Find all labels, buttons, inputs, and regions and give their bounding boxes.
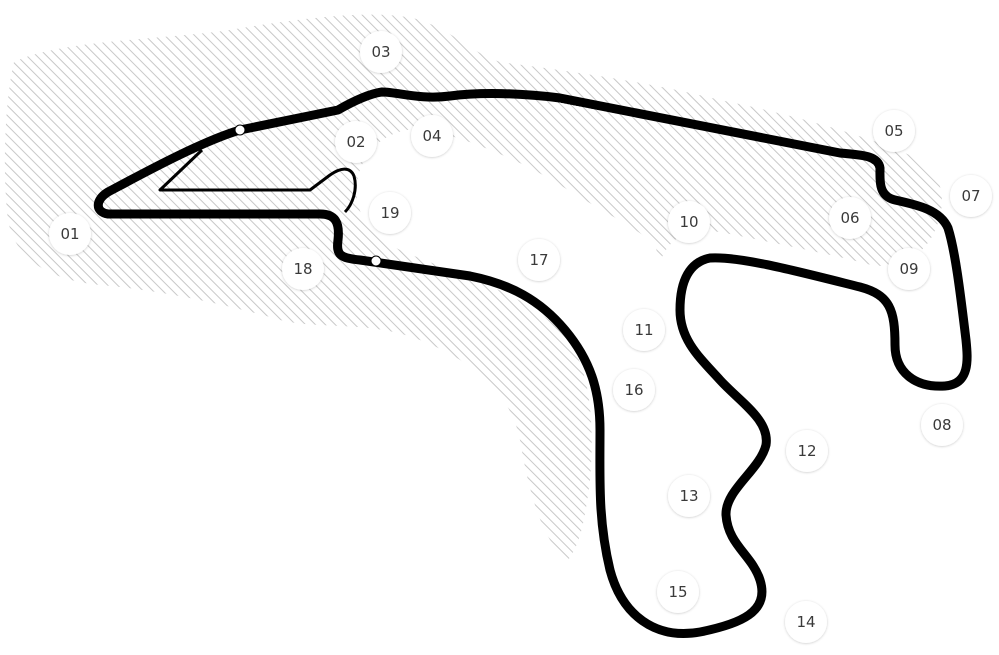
corner-label-07: 07 bbox=[950, 175, 992, 217]
corner-label-06: 06 bbox=[829, 197, 871, 239]
corner-label-08: 08 bbox=[921, 404, 963, 446]
corner-label-16: 16 bbox=[613, 369, 655, 411]
corner-bubble bbox=[335, 121, 377, 163]
corner-bubble bbox=[360, 31, 402, 73]
corner-bubble bbox=[950, 175, 992, 217]
corner-bubble bbox=[786, 430, 828, 472]
corner-label-05: 05 bbox=[873, 110, 915, 152]
corner-bubble bbox=[369, 192, 411, 234]
corner-number: 13 bbox=[679, 487, 698, 505]
corner-number: 03 bbox=[371, 43, 390, 61]
corner-number: 14 bbox=[796, 613, 815, 631]
corner-number: 08 bbox=[932, 416, 951, 434]
corner-number: 07 bbox=[961, 187, 980, 205]
corner-label-17: 17 bbox=[518, 239, 560, 281]
corner-number: 09 bbox=[899, 260, 918, 278]
corner-bubble bbox=[921, 404, 963, 446]
corner-label-04: 04 bbox=[411, 115, 453, 157]
corner-number: 01 bbox=[60, 225, 79, 243]
corner-label-15: 15 bbox=[657, 571, 699, 613]
corner-number: 12 bbox=[797, 442, 816, 460]
corner-label-02: 02 bbox=[335, 121, 377, 163]
corner-number: 15 bbox=[668, 583, 687, 601]
corner-label-18: 18 bbox=[282, 248, 324, 290]
track-stripe-kemmel-straight bbox=[551, 95, 851, 158]
corner-label-12: 12 bbox=[786, 430, 828, 472]
corner-number: 18 bbox=[293, 260, 312, 278]
corner-number: 16 bbox=[624, 381, 643, 399]
corner-number: 10 bbox=[679, 213, 698, 231]
corner-bubble bbox=[657, 571, 699, 613]
corner-label-10: 10 bbox=[668, 201, 710, 243]
corner-label-09: 09 bbox=[888, 248, 930, 290]
corner-bubble bbox=[829, 197, 871, 239]
corner-bubble bbox=[668, 201, 710, 243]
corner-label-03: 03 bbox=[360, 31, 402, 73]
corner-number: 02 bbox=[346, 133, 365, 151]
corner-bubble bbox=[623, 309, 665, 351]
corner-bubble bbox=[888, 248, 930, 290]
corner-bubble bbox=[49, 213, 91, 255]
corner-label-14: 14 bbox=[785, 601, 827, 643]
corner-bubble bbox=[613, 369, 655, 411]
corner-bubble bbox=[873, 110, 915, 152]
runoff-area bbox=[4, 14, 942, 560]
corner-label-11: 11 bbox=[623, 309, 665, 351]
timing-marker bbox=[234, 124, 246, 136]
corner-bubble bbox=[518, 239, 560, 281]
corner-number: 04 bbox=[422, 127, 441, 145]
track-stripe-main-straight bbox=[126, 211, 316, 217]
corner-bubble bbox=[411, 115, 453, 157]
corner-number: 19 bbox=[380, 204, 399, 222]
corner-number: 05 bbox=[884, 122, 903, 140]
corner-bubble bbox=[282, 248, 324, 290]
corner-number: 06 bbox=[840, 209, 859, 227]
corner-label-13: 13 bbox=[668, 475, 710, 517]
corner-label-19: 19 bbox=[369, 192, 411, 234]
corner-number: 11 bbox=[634, 321, 653, 339]
corner-label-01: 01 bbox=[49, 213, 91, 255]
timing-marker bbox=[370, 255, 382, 267]
pit-lane bbox=[158, 148, 357, 214]
race-track bbox=[93, 87, 972, 638]
corner-bubble bbox=[785, 601, 827, 643]
corner-number: 17 bbox=[529, 251, 548, 269]
corner-bubble bbox=[668, 475, 710, 517]
